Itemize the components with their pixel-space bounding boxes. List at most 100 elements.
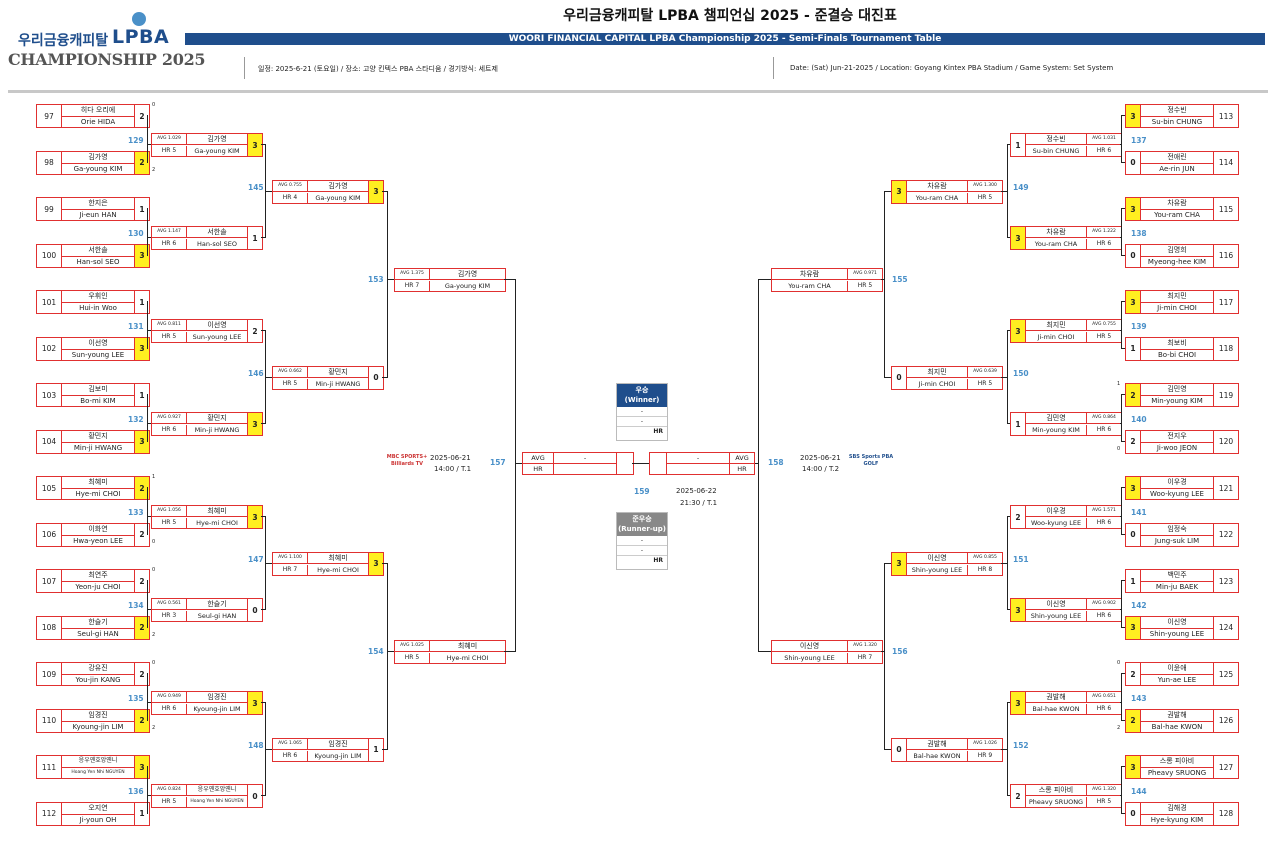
logo-championship: CHAMPIONSHIP 2025 bbox=[8, 50, 206, 69]
set-score: 3 bbox=[368, 552, 383, 575]
player-name-ko: 황민지 bbox=[308, 367, 368, 378]
bracket-line bbox=[1007, 609, 1010, 611]
player-name-en: Hoang Yen Nhi NGUYEN bbox=[62, 767, 134, 778]
player-name-en: Ji-eun HAN bbox=[62, 209, 134, 220]
bracket-line bbox=[1121, 673, 1125, 674]
match-hr: HR 6 bbox=[152, 704, 187, 715]
set-score: 3 bbox=[892, 180, 907, 203]
match-avg: AVG 0.971 bbox=[847, 268, 882, 280]
player-name-en: Hye-mi CHOI bbox=[317, 565, 359, 574]
set-score: 0 bbox=[1126, 244, 1141, 267]
match-hr: HR 9 bbox=[967, 750, 1002, 761]
player-name-en: Han-sol SEO bbox=[62, 255, 134, 267]
player-name-ko: 정수빈 bbox=[1167, 106, 1187, 114]
match-date: 2025-06-22 bbox=[676, 487, 717, 495]
player-name-ko: 최혜미 bbox=[187, 506, 247, 518]
seed-number: 101 bbox=[37, 291, 62, 313]
match-number: 131 bbox=[128, 322, 144, 332]
bracket-line bbox=[382, 748, 387, 750]
player-name-en: You-ram CHA bbox=[1141, 209, 1213, 220]
match-avg: AVG 0.662 bbox=[273, 366, 308, 378]
match-number: 133 bbox=[128, 508, 144, 518]
bracket-line bbox=[147, 609, 151, 611]
bracket-line bbox=[1007, 795, 1010, 797]
match-number: 142 bbox=[1131, 601, 1147, 611]
seed-number: 127 bbox=[1213, 756, 1238, 778]
player-name-en: Kyoung-jin LIM bbox=[62, 720, 134, 732]
player-name-en: Min-ji HWANG bbox=[315, 379, 361, 388]
set-score: 3 bbox=[247, 506, 262, 529]
header-divider bbox=[8, 90, 1268, 93]
player-name-ko: 차유람 bbox=[1026, 227, 1086, 239]
match-number: 159 bbox=[634, 487, 650, 496]
bracket-line bbox=[884, 562, 891, 564]
match-hr: HR 6 bbox=[1086, 425, 1121, 436]
match-avg: AVG 0.639 bbox=[967, 366, 1002, 378]
match-avg: AVG 1.026 bbox=[967, 738, 1002, 750]
player-name-en: Orie HIDA bbox=[62, 116, 134, 127]
match-avg: AVG 1.320 bbox=[847, 640, 882, 652]
bracket-line bbox=[147, 301, 148, 349]
